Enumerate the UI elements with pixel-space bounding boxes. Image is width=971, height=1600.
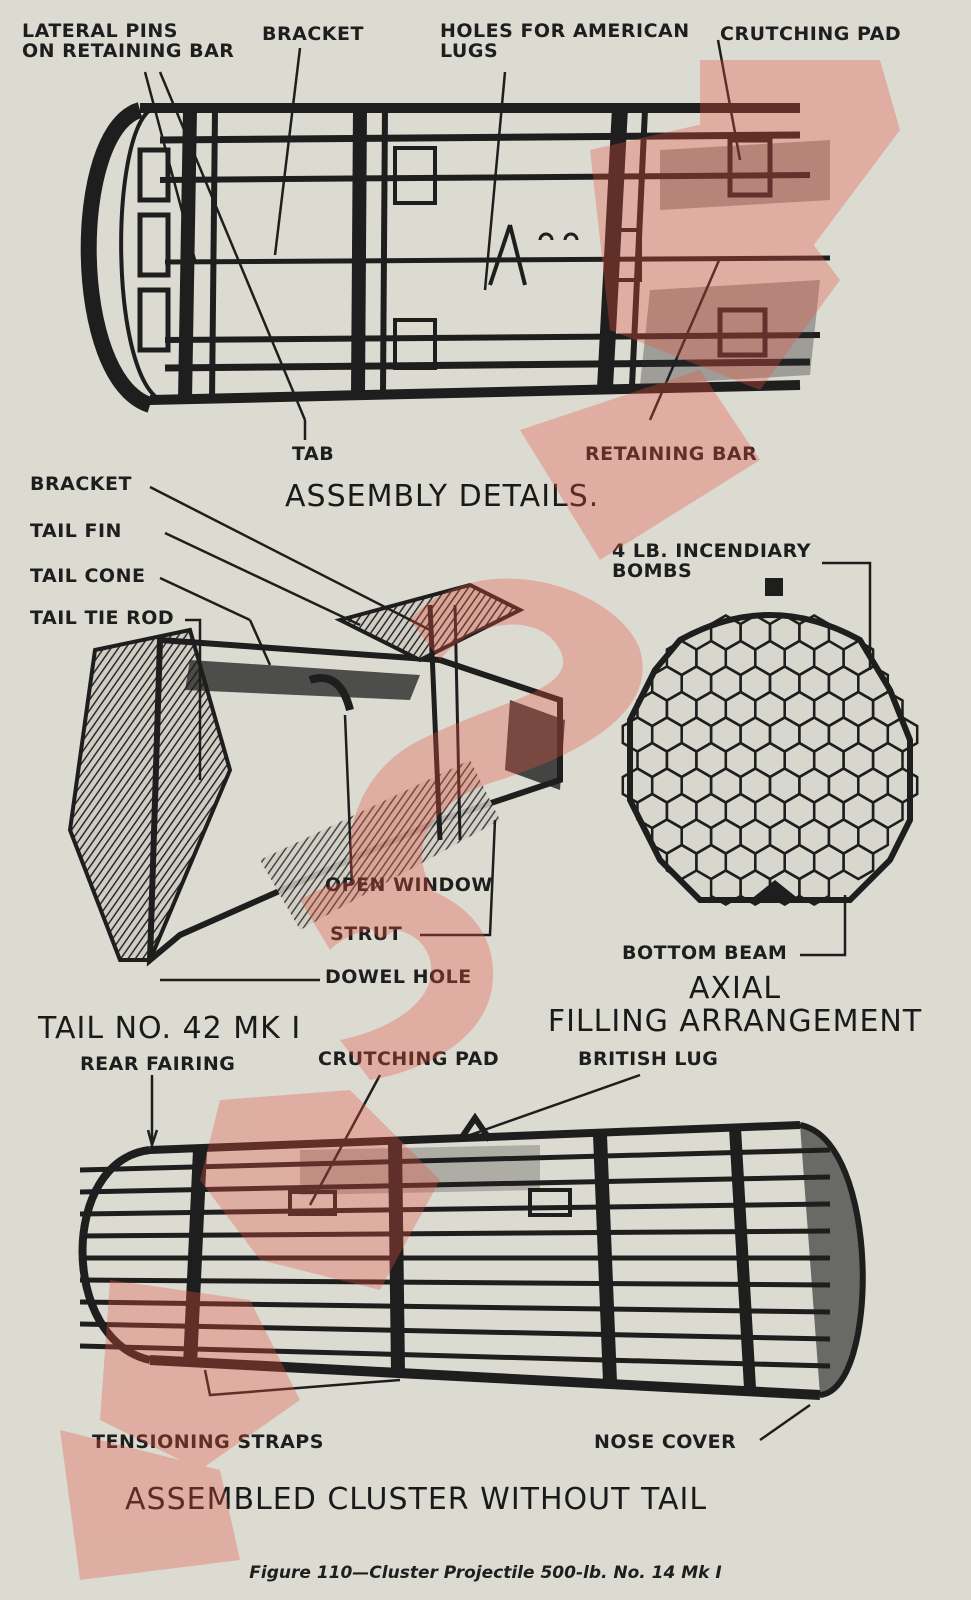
cluster-rib: [79, 1277, 831, 1288]
title-assembled-cluster: ASSEMBLED CLUSTER WITHOUT TAIL: [125, 1482, 708, 1517]
label-bottom-beam: BOTTOM BEAM: [622, 942, 788, 964]
title-assembly-details: ASSEMBLY DETAILS.: [285, 479, 600, 514]
label-tab: TAB: [292, 443, 335, 465]
assembled-cluster-drawing: [78, 1073, 866, 1442]
cluster-rib: [79, 1321, 831, 1342]
label-holes-american-lugs: HOLES FOR AMERICAN LUGS: [440, 20, 690, 62]
tail-drawing: [67, 485, 565, 982]
label-bracket-top: BRACKET: [262, 23, 364, 45]
cluster-rib: [79, 1343, 831, 1369]
label-crutching-pad-top: CRUTCHING PAD: [720, 23, 902, 45]
title-tail: TAIL NO. 42 MK I: [38, 1011, 302, 1046]
label-crutching-pad-bottom: CRUTCHING PAD: [318, 1048, 500, 1070]
label-tail-tie-rod: TAIL TIE ROD: [30, 607, 175, 629]
cluster-rib: [79, 1201, 831, 1217]
cluster-rib: [79, 1228, 831, 1239]
label-dowel-hole: DOWEL HOLE: [325, 966, 472, 988]
label-tensioning-straps: TENSIONING STRAPS: [92, 1431, 324, 1453]
label-rear-fairing: REAR FAIRING: [80, 1053, 236, 1075]
cluster-rib: [79, 1299, 831, 1315]
bomb-cell: [798, 869, 831, 906]
label-tail-fin: TAIL FIN: [30, 520, 122, 542]
label-nose-cover: NOSE COVER: [594, 1431, 737, 1453]
assembly-details-drawing: [80, 39, 831, 440]
label-lateral-pins: LATERAL PINS ON RETAINING BAR: [22, 20, 235, 62]
title-axial-filling: AXIAL FILLING ARRANGEMENT: [547, 971, 923, 1039]
label-bracket-mid: BRACKET: [30, 473, 132, 495]
label-retaining-bar: RETAINING BAR: [585, 443, 758, 465]
label-open-window: OPEN WINDOW: [325, 874, 493, 896]
incendiary-bomb-grid: [621, 614, 919, 906]
figure-caption: Figure 110—Cluster Projectile 500-lb. No…: [249, 1563, 722, 1583]
label-tail-cone: TAIL CONE: [30, 565, 146, 587]
label-british-lug: BRITISH LUG: [578, 1048, 719, 1070]
bomb-cell: [842, 843, 875, 881]
label-incendiary-bombs: 4 LB. INCENDIARY BOMBS: [612, 540, 811, 582]
label-strut: STRUT: [330, 923, 403, 945]
axial-filling-drawing: [621, 561, 919, 957]
